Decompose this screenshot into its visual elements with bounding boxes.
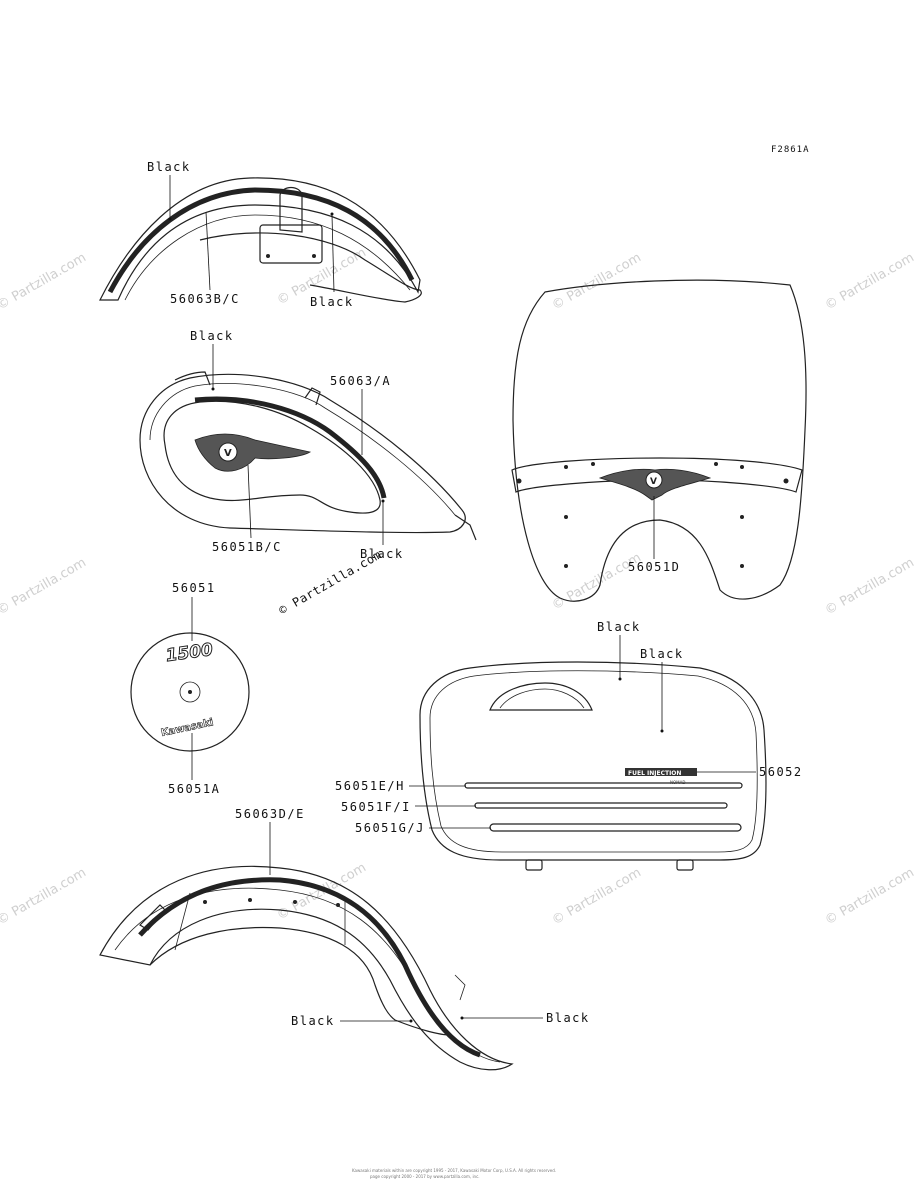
- watermark: © Partzilla.com: [0, 865, 89, 928]
- cover-brand-decal: Kawasaki: [160, 717, 214, 739]
- watermark: © Partzilla.com: [0, 555, 89, 618]
- watermark: © Partzilla.com: [823, 250, 917, 313]
- saddlebag-badge-sub: NOMAD: [670, 780, 685, 785]
- side-cover: 1500 Kawasaki: [130, 632, 250, 752]
- label-rear-fender-black2: Black: [546, 1011, 590, 1025]
- saddlebag-badge-decal: FUEL INJECTION: [628, 770, 681, 777]
- svg-text:V: V: [650, 477, 657, 487]
- saddlebag: FUEL INJECTION NOMAD: [419, 661, 767, 871]
- footer-line2: page copyright 2000 - 2017 by www.partzi…: [370, 1174, 480, 1179]
- label-front-fender-stripe: 56063B/C: [170, 292, 240, 306]
- label-saddlebag-stripe1: 56051E/H: [335, 779, 405, 793]
- label-saddlebag-black2: Black: [640, 647, 684, 661]
- watermark: © Partzilla.com: [823, 865, 917, 928]
- watermark: © Partzilla.com: [275, 860, 369, 923]
- rear-fender: [99, 865, 514, 1071]
- fuel-tank: V: [139, 371, 477, 541]
- label-tank-black2: Black: [360, 547, 404, 561]
- label-saddlebag-badge: 56052: [759, 765, 803, 779]
- label-front-fender-black: Black: [147, 160, 191, 174]
- label-tank-stripe: 56063/A: [330, 374, 391, 388]
- watermarks: © Partzilla.com © Partzilla.com © Partzi…: [0, 245, 917, 928]
- front-fender: [99, 177, 422, 303]
- cover-number-decal: 1500: [165, 640, 215, 666]
- watermark: © Partzilla.com: [0, 250, 89, 313]
- label-tank-black: Black: [190, 329, 234, 343]
- windshield: V: [511, 279, 807, 602]
- label-rear-fender-black: Black: [291, 1014, 335, 1028]
- label-saddlebag-stripe3: 56051G/J: [355, 821, 425, 835]
- footer-line1: Kawasaki materials within are copyright …: [352, 1168, 556, 1173]
- svg-text:V: V: [224, 448, 232, 459]
- watermark: © Partzilla.com: [823, 555, 917, 618]
- label-saddlebag-black: Black: [597, 620, 641, 634]
- label-front-fender-black2: Black: [310, 295, 354, 309]
- label-tank-emblem: 56051B/C: [212, 540, 282, 554]
- label-saddlebag-stripe2: 56051F/I: [341, 800, 411, 814]
- label-rear-fender-stripe: 56063D/E: [235, 807, 305, 821]
- label-windshield-emblem: 56051D: [628, 560, 680, 574]
- label-cover-emblem: 56051: [172, 581, 216, 595]
- figure-code: F2861A: [771, 145, 810, 155]
- watermark: © Partzilla.com: [550, 865, 644, 928]
- label-cover-logo: 56051A: [168, 782, 220, 796]
